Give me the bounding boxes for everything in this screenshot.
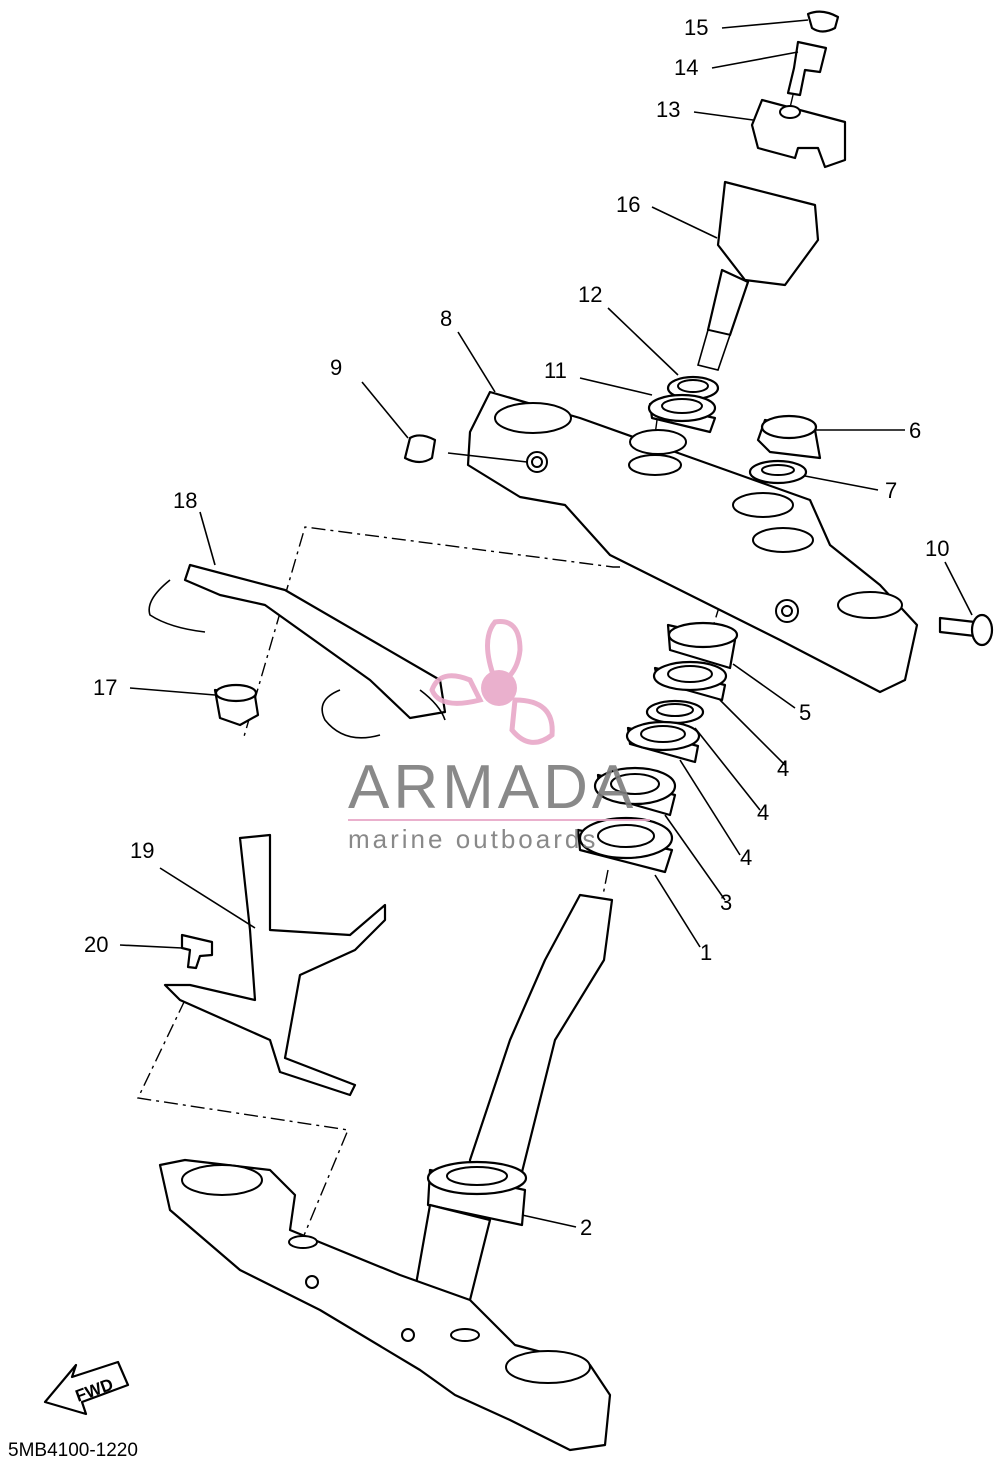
callout-13: 12 <box>578 282 602 307</box>
callout-3: 3 <box>720 890 732 915</box>
callout-4-upper: 4 <box>777 756 789 781</box>
part-washer-8 <box>748 459 808 485</box>
part-washer-13 <box>666 375 720 401</box>
part-bearing-cover-3 <box>593 766 677 817</box>
part-upper-bracket <box>466 390 919 694</box>
callout-14: 13 <box>656 97 680 122</box>
part-stay-20 <box>163 833 387 1097</box>
part-bracket-19 <box>148 563 447 739</box>
callout-20: 19 <box>130 838 154 863</box>
part-cap-10 <box>403 434 437 464</box>
part-cap-16 <box>806 10 840 33</box>
part-nut-7 <box>756 414 822 460</box>
leader-lines <box>119 19 973 1228</box>
callout-17: 16 <box>616 192 640 217</box>
part-washer-12 <box>647 393 717 434</box>
part-bolt-15 <box>786 40 828 97</box>
callout-7: 6 <box>909 418 921 443</box>
callout-8: 7 <box>885 478 897 503</box>
callout-2: 2 <box>580 1215 592 1240</box>
callout-1: 1 <box>700 940 712 965</box>
watermark: ARMADA marine outboards <box>348 619 650 854</box>
callout-12: 11 <box>544 358 567 383</box>
callout-18: 17 <box>93 675 117 700</box>
part-steering-stem <box>413 893 614 1302</box>
propeller-logo-icon <box>429 619 555 745</box>
part-handle-holder-lower <box>697 180 820 371</box>
part-lower-bracket <box>158 1158 612 1452</box>
callout-10: 9 <box>330 355 342 380</box>
diagram-code: 5MB4100-1220 <box>8 1440 138 1461</box>
part-nut-18 <box>213 683 260 727</box>
part-bolt-21 <box>180 933 214 970</box>
callout-9: 8 <box>440 306 452 331</box>
callout-11: 10 <box>925 536 949 561</box>
part-ring-nut-4-upper <box>652 660 728 702</box>
fwd-arrow-icon: FWD <box>43 1360 130 1416</box>
part-ring-nut-4-lower <box>625 720 701 764</box>
callout-19: 18 <box>173 488 197 513</box>
part-bearing-1 <box>576 816 674 874</box>
part-lock-washer-6 <box>666 621 739 670</box>
callout-6: 5 <box>799 700 811 725</box>
watermark-brand: ARMADA <box>348 753 637 822</box>
callout-21: 20 <box>84 932 108 957</box>
callout-16: 15 <box>684 15 708 40</box>
part-handle-holder-upper <box>750 98 847 169</box>
watermark-tagline: marine outboards <box>348 824 598 854</box>
callout-15: 14 <box>674 55 698 80</box>
part-washer-5 <box>645 699 705 725</box>
callout-4-lower: 4 <box>740 845 752 870</box>
part-bolt-11 <box>938 613 994 647</box>
callout-5: 4 <box>757 800 769 825</box>
callout-labels: 15 14 13 16 12 8 11 9 6 7 10 18 17 5 4 4… <box>84 15 949 1240</box>
